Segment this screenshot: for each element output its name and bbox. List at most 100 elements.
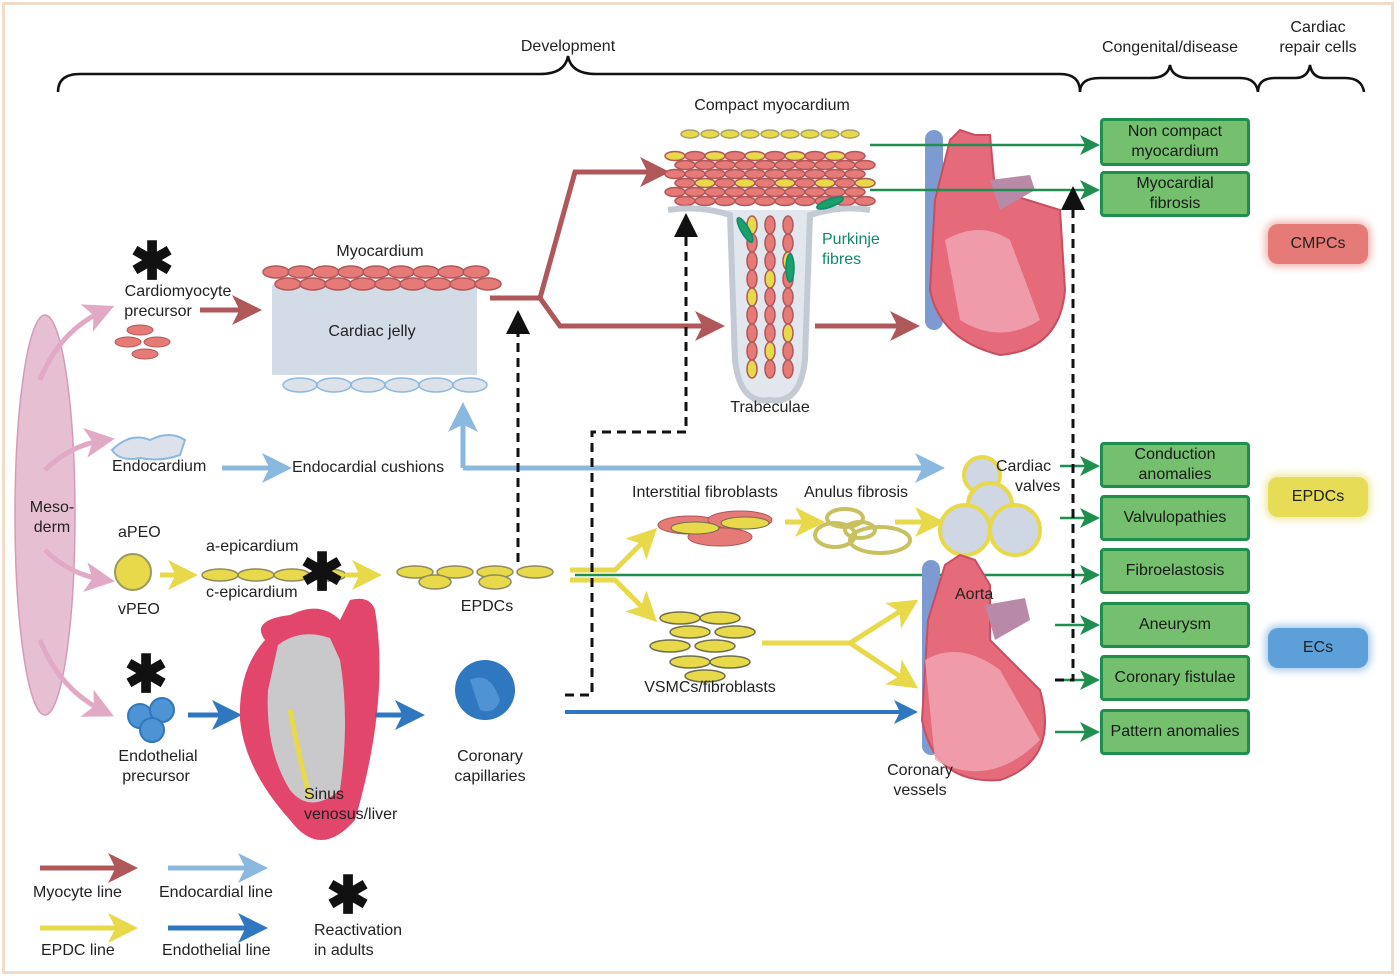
cardiac-valves <box>938 455 1042 557</box>
trabecula-cell <box>764 215 776 235</box>
cardiomyocyte-precursor-cells <box>114 324 171 360</box>
compact-myocardium-cell <box>854 159 876 171</box>
myocardium-cell <box>387 265 415 279</box>
label-cardiac-jelly: Cardiac jelly <box>328 323 416 340</box>
compact-myocardium-cell <box>794 159 816 171</box>
label-endothelial-1: Endothelial <box>118 748 198 765</box>
legend-reactivation-1: Reactivation <box>314 922 403 939</box>
trabecula-cell <box>764 359 776 379</box>
vsmc-cell <box>714 625 756 639</box>
compact-myocardium-cell <box>784 150 806 162</box>
disease-box-fibroelastosis: Fibroelastosis <box>1100 548 1250 594</box>
trabecula-cell <box>764 341 776 361</box>
epdc-cell <box>516 565 554 579</box>
compact-myocardium-cell <box>694 159 716 171</box>
trabecula-cell <box>782 359 794 379</box>
label-aorta: Aorta <box>955 586 994 603</box>
epdc-branch-vessels-2 <box>848 640 919 689</box>
compact-myocardium-cell <box>744 150 766 162</box>
compact-myocardium-cell <box>774 159 796 171</box>
header-congenital: Congenital/disease <box>1101 39 1239 56</box>
compact-myocardium-cell <box>854 195 876 207</box>
label-anulus-fibrosis: Anulus fibrosis <box>804 484 909 501</box>
label-vpeo: vPEO <box>118 601 160 618</box>
label-cardiomyocyte-1: Cardiomyocyte <box>124 283 232 300</box>
compact-myocardium-cell <box>704 186 726 198</box>
compact-myocardium-cell <box>664 150 686 162</box>
adult-heart-top <box>925 128 1067 357</box>
label-myocardium: Myocardium <box>336 243 424 260</box>
compact-myocardium-cell <box>664 168 686 180</box>
label-coronary-vessels-1: Coronary <box>887 762 953 779</box>
trabecula-cell <box>746 251 758 271</box>
label-cardiac-valves-2: valves <box>1015 478 1061 495</box>
repair-brace <box>1256 64 1366 93</box>
repair-epdcs: EPDCs <box>1268 477 1368 517</box>
peo-cluster <box>114 553 152 591</box>
label-interstitial-fibroblasts: Interstitial fibroblasts <box>632 484 778 501</box>
compact-epicardium-cell <box>840 129 860 139</box>
vsmc-cell <box>699 611 741 625</box>
legend-endothelial-label: Endothelial line <box>162 942 271 959</box>
compact-myocardium-cell <box>804 186 826 198</box>
endothelial-precursor-cells <box>127 697 175 743</box>
label-endothelial-2: precursor <box>122 768 190 785</box>
cardiac-jelly <box>272 285 477 375</box>
trabecula-cell <box>782 233 794 253</box>
trabecula-cell <box>764 233 776 253</box>
embryonic-heart <box>239 598 380 840</box>
purkinje-fibre <box>785 253 795 283</box>
compact-myocardium-cell <box>714 177 736 189</box>
label-vsmcs: VSMCs/fibroblasts <box>644 679 776 696</box>
mesoderm-arrow-3 <box>43 548 115 593</box>
compact-myocardium-cell <box>814 177 836 189</box>
vsmc-cell <box>709 655 751 669</box>
myocardium-cell <box>437 265 465 279</box>
myocardium-cell <box>262 265 290 279</box>
compact-myocardium-cell <box>814 159 836 171</box>
trabecula-cell <box>764 251 776 271</box>
compact-myocardium-cell <box>794 195 816 207</box>
label-c-epicardium: c-epicardium <box>206 584 298 601</box>
compact-myocardium-cell <box>694 195 716 207</box>
epdc-branch-vessels <box>762 599 919 646</box>
label-purkinje-2: fibres <box>822 251 862 268</box>
myocardium-cell <box>374 277 402 291</box>
label-sinus-2: venosus/liver <box>304 806 398 823</box>
compact-myocardium-cell <box>804 168 826 180</box>
label-compact-myocardium: Compact myocardium <box>694 97 850 114</box>
myocyte-branch <box>490 157 670 301</box>
compact-myocardium-cell <box>774 177 796 189</box>
reactivation-star-cardiomyocyte: ✱ <box>130 233 174 291</box>
adult-heart-bottom <box>920 553 1046 782</box>
epdc-migrating-cell <box>478 574 512 590</box>
compact-myocardium-cell <box>744 168 766 180</box>
epdc-branch-up <box>570 527 658 573</box>
compact-myocardium-cell <box>754 177 776 189</box>
myocardium-cell <box>312 265 340 279</box>
compact-myocardium-cell <box>674 177 696 189</box>
myocardium-cell <box>399 277 427 291</box>
vsmc-cells <box>649 611 756 683</box>
header-repair-line2: repair cells <box>1279 39 1357 56</box>
myocardium-cell <box>424 277 452 291</box>
myocardium-cell <box>412 265 440 279</box>
disease-box-pattern-anomalies: Pattern anomalies <box>1100 709 1250 755</box>
legend-myocyte-label: Myocyte line <box>33 884 122 901</box>
myocardium-cell <box>324 277 352 291</box>
compact-myocardium-cells <box>664 129 876 207</box>
compact-myocardium-cell <box>834 177 856 189</box>
trabecula-cell <box>782 305 794 325</box>
myocardium-cell <box>299 277 327 291</box>
compact-epicardium-cell <box>680 129 700 139</box>
disease-box-valvulopathies: Valvulopathies <box>1100 495 1250 541</box>
myocardium-cell <box>474 277 502 291</box>
mesoderm-arrow-1 <box>37 304 115 381</box>
compact-epicardium-cell <box>740 129 760 139</box>
compact-myocardium-cell <box>784 168 806 180</box>
trabecula-cell <box>746 359 758 379</box>
compact-myocardium-cell <box>854 177 876 189</box>
